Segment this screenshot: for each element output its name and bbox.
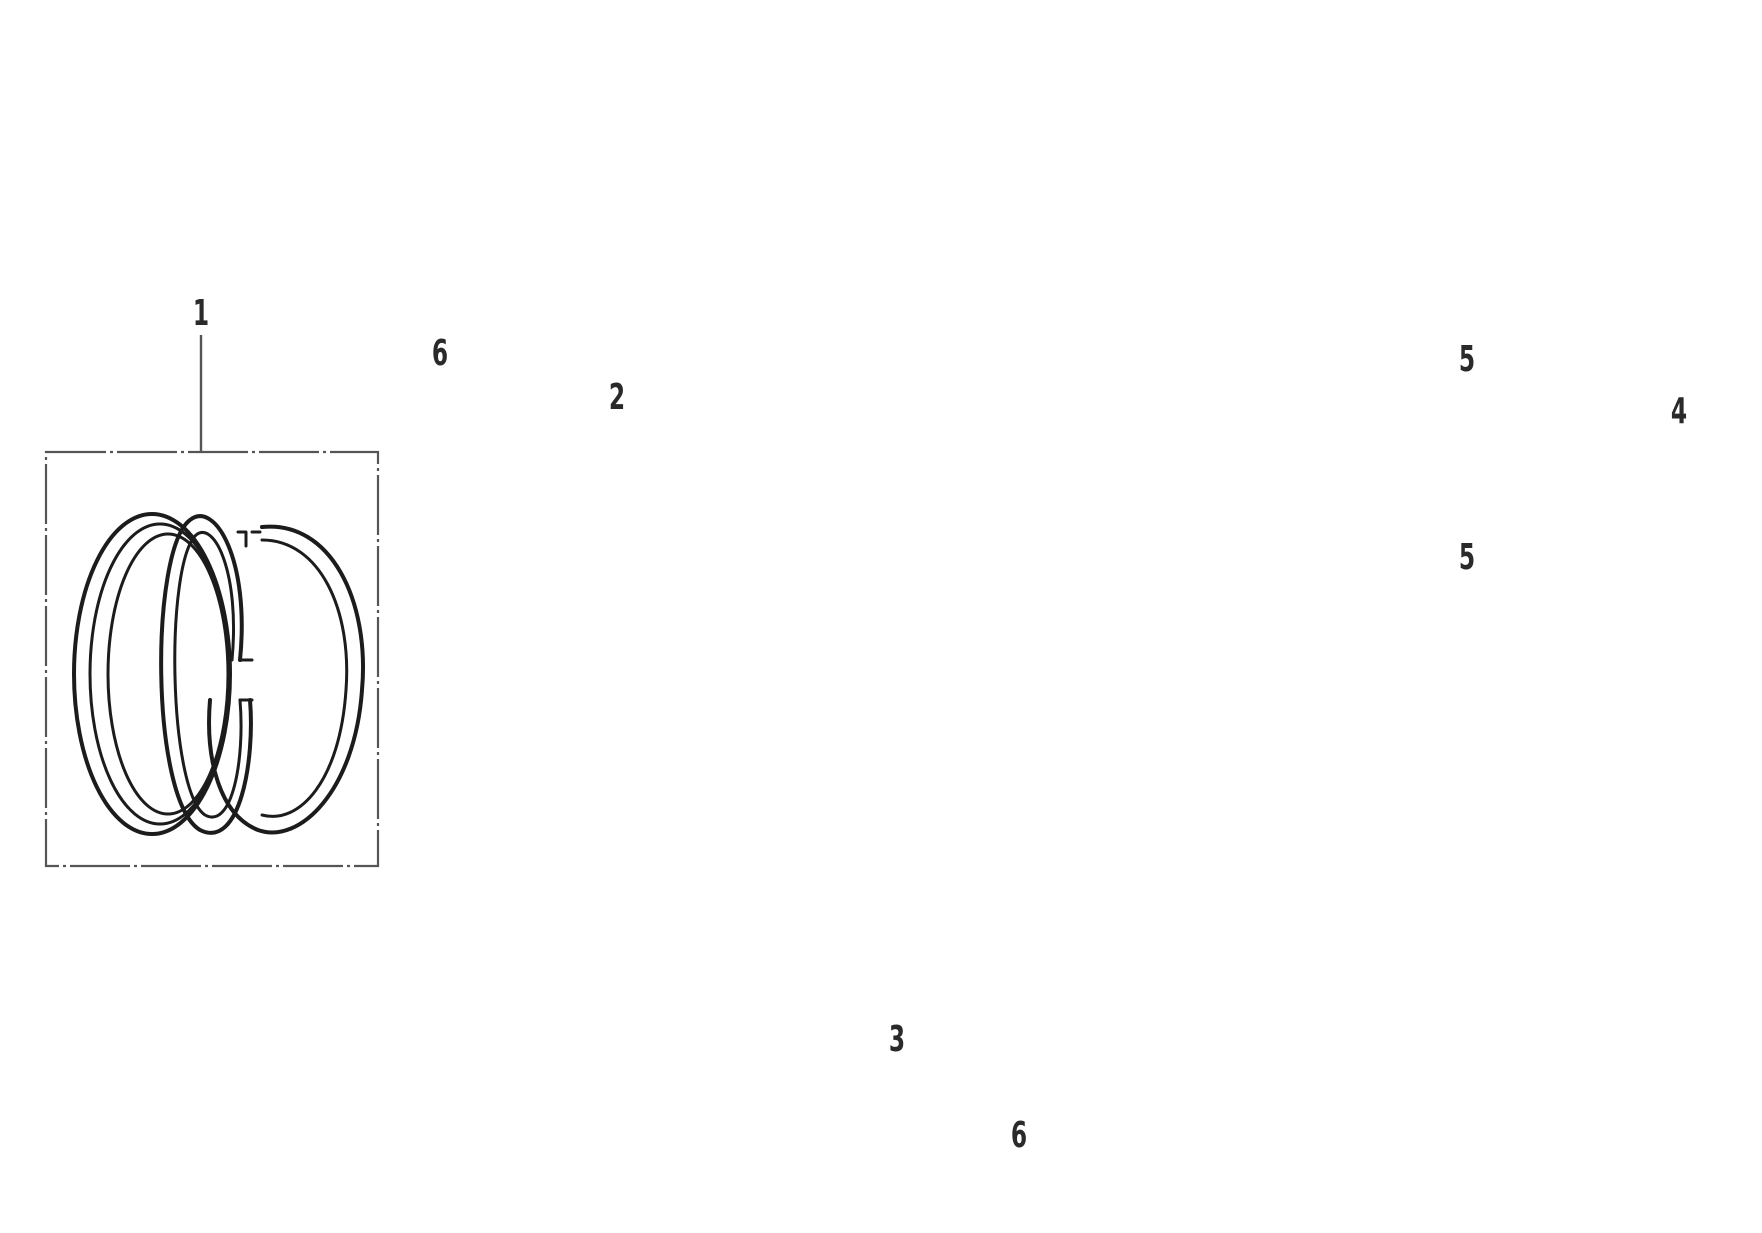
callout-label-6-left: 6 [431, 333, 449, 374]
callout-label-6-right: 6 [1010, 1115, 1028, 1156]
callout-label-3: 3 [888, 1019, 906, 1060]
callout-label-5-lower: 5 [1458, 537, 1476, 578]
callout-label-5-upper: 5 [1458, 339, 1476, 380]
callout-label-2: 2 [608, 377, 626, 418]
callout-label-4: 4 [1670, 391, 1688, 432]
piston-ring-set[interactable] [44, 335, 380, 868]
callout-label-1: 1 [192, 293, 210, 334]
